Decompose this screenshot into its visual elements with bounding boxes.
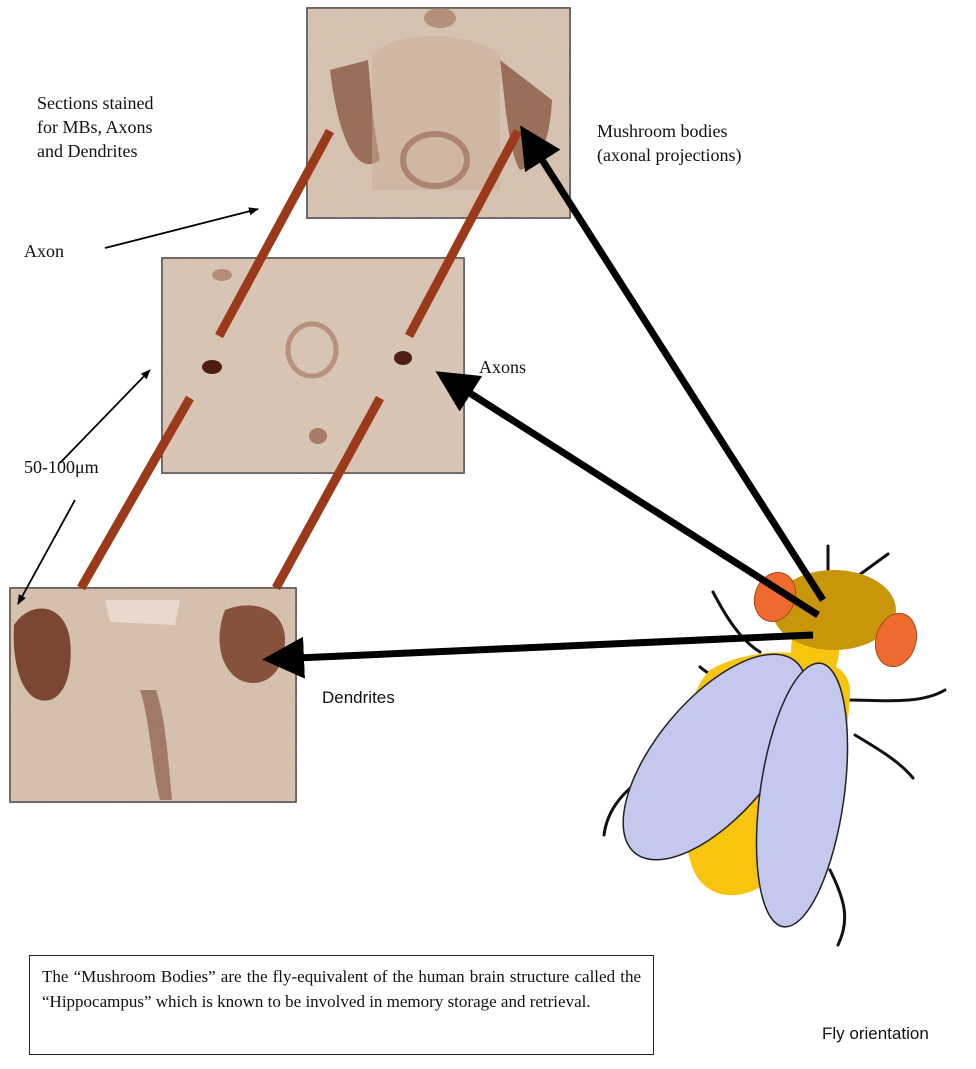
fly-illustration	[590, 546, 945, 945]
section-top-image	[307, 8, 570, 218]
dendrites-label: Dendrites	[322, 686, 395, 710]
mushroom-bodies-label: Mushroom bodies (axonal projections)	[597, 119, 741, 167]
axons-label: Axons	[479, 355, 526, 379]
axon-label: Axon	[24, 239, 64, 263]
caption-box: The “Mushroom Bodies” are the fly-equiva…	[29, 955, 654, 1055]
section-middle-image	[162, 258, 464, 473]
distance-label: 50-100μm	[24, 455, 99, 479]
fly-orientation-label: Fly orientation	[822, 1024, 929, 1044]
section-bottom-image	[10, 588, 296, 802]
sections-stained-label: Sections stained for MBs, Axons and Dend…	[37, 91, 153, 163]
